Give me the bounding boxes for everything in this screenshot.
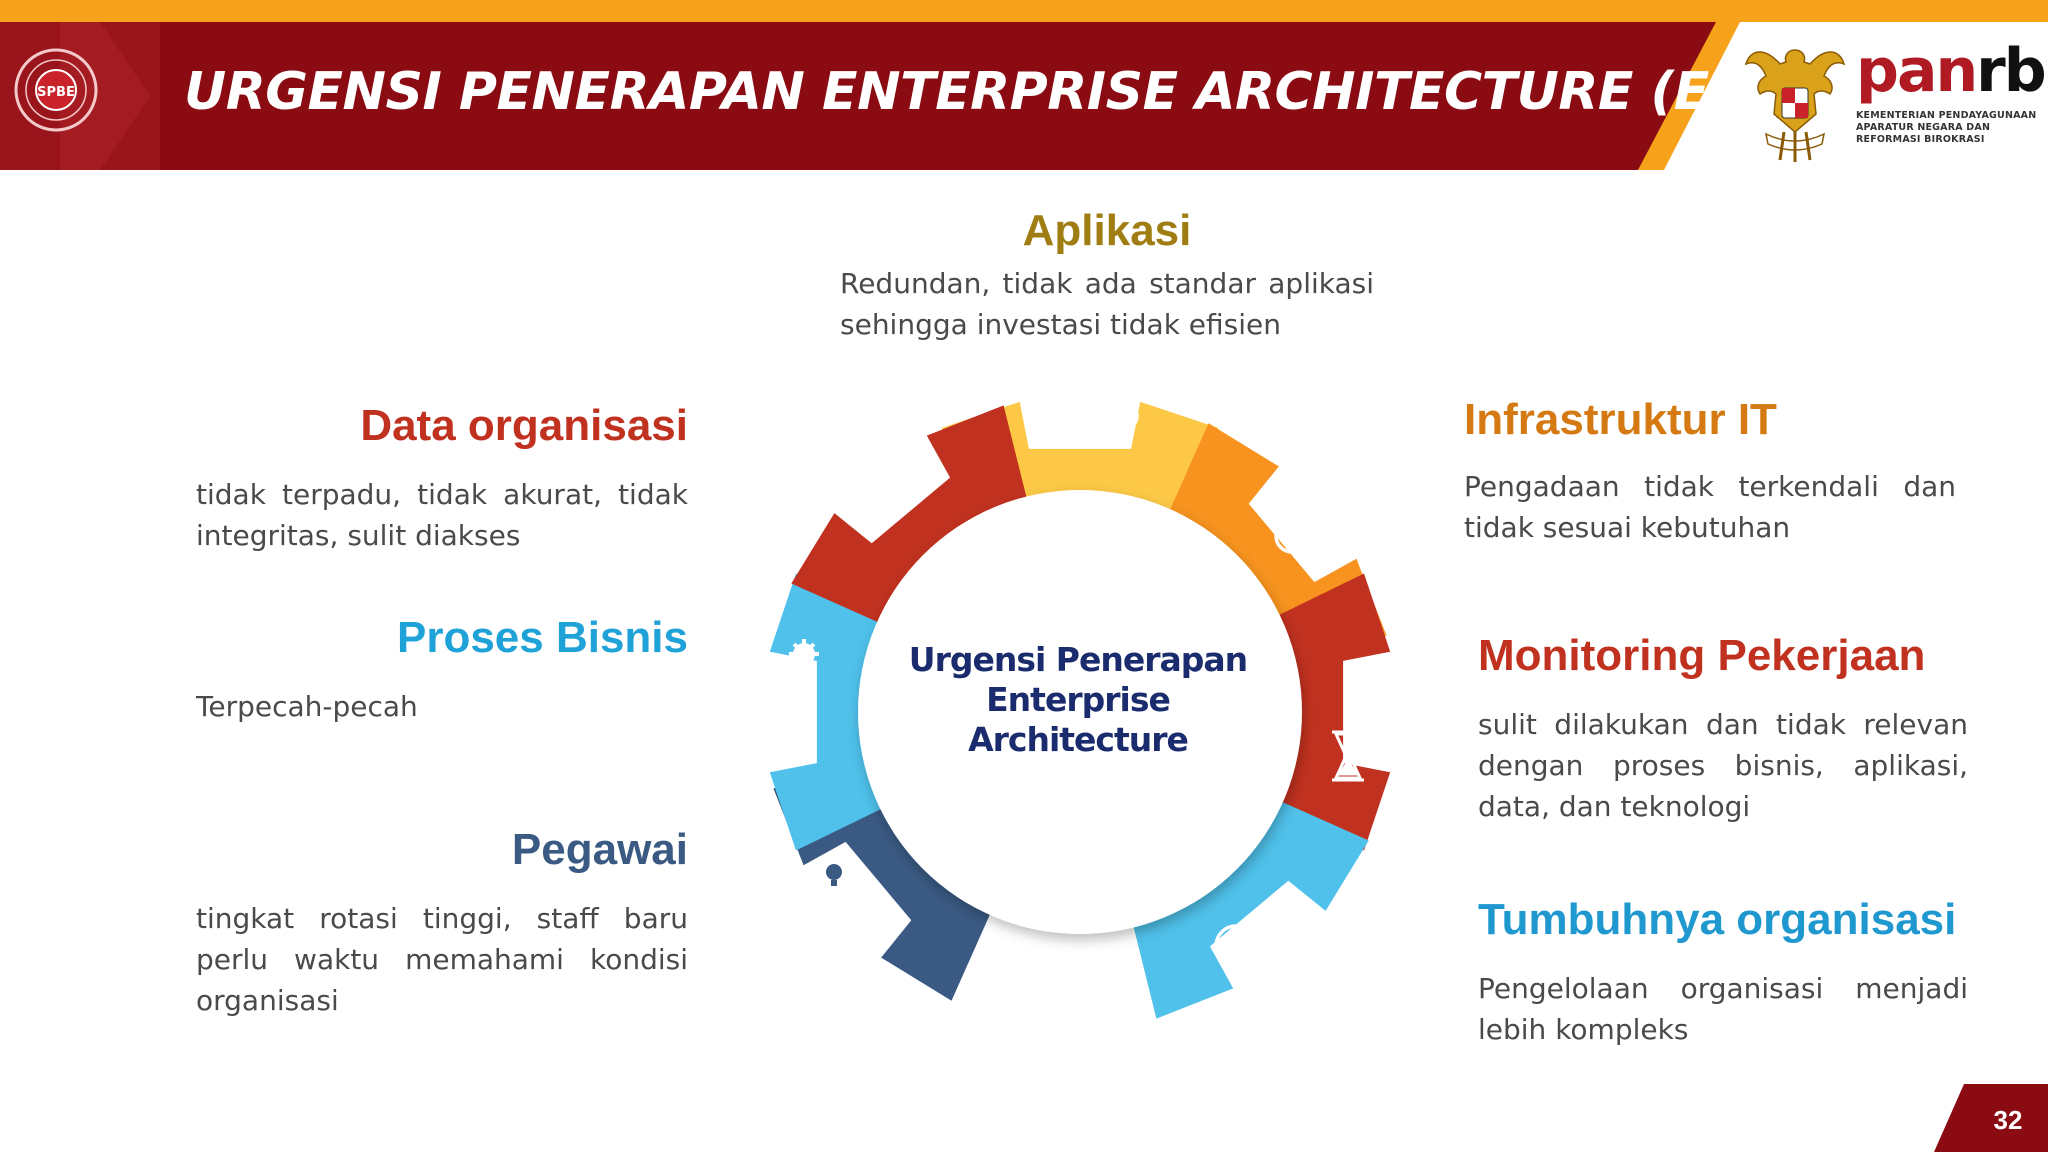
- item-data-desc: tidak terpadu, tidak akurat, tidak integ…: [196, 478, 688, 552]
- item-monitoring-desc: sulit dilakukan dan tidak relevan dengan…: [1478, 708, 1968, 823]
- item-aplikasi-desc: Redundan, tidak ada standar aplikasi seh…: [840, 267, 1374, 341]
- header-band: [0, 0, 2048, 175]
- gears-icon: [771, 639, 819, 693]
- page-title: URGENSI PENERAPAN ENTERPRISE ARCHITECTUR…: [184, 62, 1772, 122]
- gear-segments: [769, 401, 1391, 1019]
- panrb-wordmark-main: pan: [1856, 36, 1978, 106]
- item-tumbuh-title: Tumbuhnya organisasi: [1478, 895, 1957, 944]
- database-icon: [890, 439, 930, 494]
- item-infrastruktur-it: Infrastruktur IT Pengadaan tidak terkend…: [1464, 394, 1956, 548]
- segment-icons: [771, 401, 1364, 968]
- item-pegawai-desc: tingkat rotasi tinggi, staff baru perlu …: [196, 902, 688, 1017]
- item-proses-bisnis: Proses Bisnis Terpecah-pecah: [196, 612, 688, 727]
- item-pegawai-title: Pegawai: [511, 825, 688, 874]
- magnifier-chart-icon: [1274, 518, 1319, 563]
- panrb-wordmark: panrb: [1856, 36, 2047, 106]
- center-circle: [858, 490, 1302, 934]
- panrb-wordmark-accent: rb: [1976, 36, 2047, 106]
- lightbulb-icon: [1109, 401, 1139, 445]
- target-icon: [1214, 922, 1260, 968]
- center-title: Urgensi Penerapan Enterprise Architectur…: [908, 640, 1248, 759]
- item-data-organisasi: Data organisasi tidak terpadu, tidak aku…: [196, 400, 688, 556]
- item-tumbuhnya-organisasi: Tumbuhnya organisasi Pengelolaan organis…: [1478, 894, 1968, 1050]
- spbe-logo-text: SPBE: [37, 85, 75, 100]
- item-infra-desc: Pengadaan tidak terkendali dan tidak ses…: [1464, 470, 1956, 544]
- item-aplikasi-title: Aplikasi: [1022, 206, 1192, 255]
- item-tumbuh-desc: Pengelolaan organisasi menjadi lebih kom…: [1478, 972, 1968, 1046]
- item-infra-title: Infrastruktur IT: [1464, 395, 1777, 444]
- spbe-logo: SPBE: [10, 36, 102, 144]
- page-number-badge: [1934, 1084, 2048, 1152]
- panrb-subtitle: KEMENTERIAN PENDAYAGUNAAN APARATUR NEGAR…: [1856, 110, 2037, 145]
- hourglass-icon: [1332, 730, 1364, 782]
- item-proses-desc: Terpecah-pecah: [196, 690, 418, 723]
- gear-segment-tumbuhnya-organisasi: [1128, 793, 1369, 1019]
- item-proses-title: Proses Bisnis: [396, 613, 688, 662]
- garuda-emblem: [1744, 36, 1846, 164]
- head-idea-icon: [812, 854, 858, 902]
- page-number: 32: [1993, 1105, 2023, 1135]
- item-aplikasi: Aplikasi Redundan, tidak ada standar apl…: [840, 205, 1374, 345]
- item-monitoring-title: Monitoring Pekerjaan: [1478, 631, 1926, 680]
- item-monitoring-pekerjaan: Monitoring Pekerjaan sulit dilakukan dan…: [1478, 630, 1968, 827]
- panrb-logo: panrb KEMENTERIAN PENDAYAGUNAAN APARATUR…: [1856, 36, 2047, 146]
- item-data-title: Data organisasi: [360, 401, 688, 450]
- gear-segment-data-organisasi: [791, 405, 1032, 631]
- item-pegawai: Pegawai tingkat rotasi tinggi, staff bar…: [196, 824, 688, 1021]
